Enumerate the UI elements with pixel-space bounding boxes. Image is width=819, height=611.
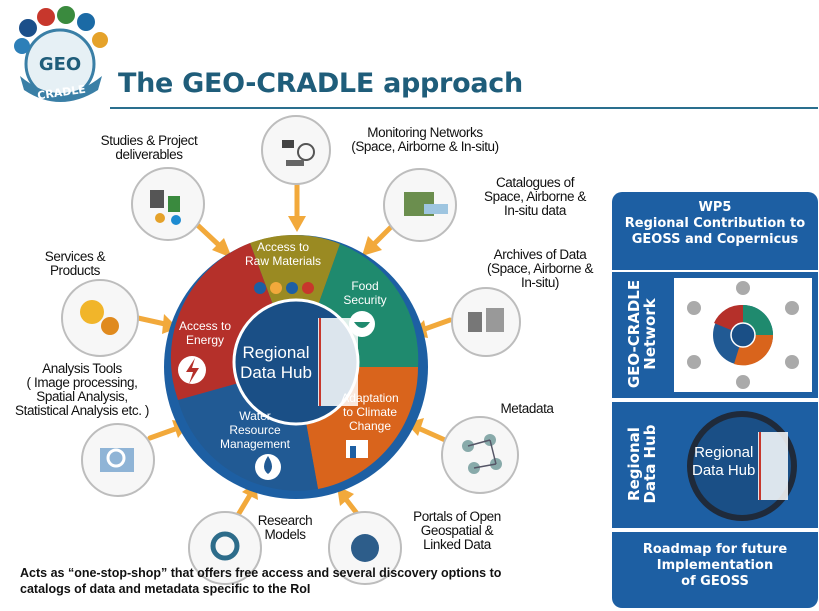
- label-metadata: Metadata: [500, 401, 554, 416]
- footer-caption: Acts as “one-stop-shop” that offers free…: [20, 566, 502, 596]
- segment-label: to Climate: [343, 405, 397, 419]
- title-divider: [110, 107, 818, 109]
- segment-label: Water: [239, 409, 271, 423]
- arrow-services: [135, 315, 168, 327]
- segment-label: Access to: [179, 319, 231, 333]
- satellite-antenna-icon: [261, 115, 331, 185]
- energy-bolt-icon: [178, 356, 206, 384]
- segment-label: Adaptation: [341, 391, 398, 405]
- food-security-icon: [349, 311, 375, 337]
- segment-label: Management: [220, 437, 291, 451]
- logo-mark: GEO: [39, 54, 81, 75]
- label-archives: Archives of Data(Space, Airborne &In-sit…: [486, 247, 594, 290]
- hub-mini-icon: [687, 411, 797, 521]
- hub-line2: Data Hub: [240, 363, 312, 382]
- segment-label: Resource: [229, 423, 281, 437]
- segment-label: Raw Materials: [245, 254, 321, 268]
- climate-change-icon: [346, 440, 368, 458]
- metadata-graph-icon: [441, 416, 519, 494]
- raw-materials-icon: [254, 282, 314, 294]
- arrow-archives: [419, 317, 453, 333]
- water-drop-icon: [255, 454, 281, 480]
- label-services: Services &Products: [44, 249, 106, 278]
- label-monitoring: Monitoring Networks(Space, Airborne & In…: [351, 125, 499, 154]
- approach-diagram: Regional Data Hub Access to Raw Material…: [61, 115, 521, 585]
- segment-label: Energy: [186, 333, 224, 347]
- hub-line1: Regional: [242, 343, 309, 362]
- arrow-analysis: [147, 425, 181, 441]
- gears-model-icon: [188, 511, 262, 585]
- page-title: The GEO-CRADLE approach: [118, 68, 523, 99]
- arrow-metadata: [415, 425, 448, 443]
- segment-label: Food: [351, 279, 378, 293]
- segment-label: Access to: [257, 240, 309, 254]
- segment-label: Change: [349, 419, 391, 433]
- hub-screen: [318, 318, 358, 406]
- label-analysis: Analysis Tools( Image processing,Spatial…: [14, 361, 149, 418]
- segment-label: Security: [343, 293, 386, 307]
- arrow-research: [235, 492, 253, 518]
- geo-cradle-logo-icon: GEO CRADLE: [8, 6, 116, 102]
- network-mini-diagram-icon: [687, 281, 799, 389]
